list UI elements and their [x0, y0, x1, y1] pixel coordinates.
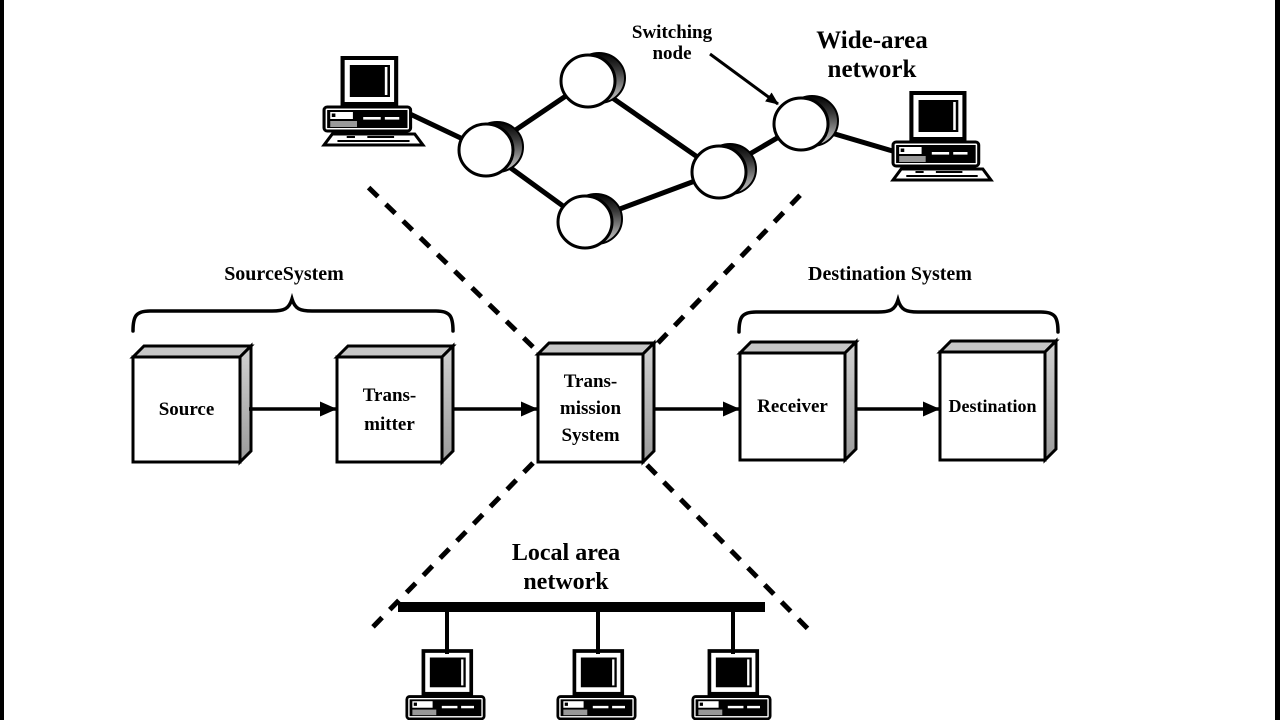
computer-icon-wan-right — [893, 93, 991, 180]
switching-node-icon — [690, 143, 757, 200]
switching-node-icon — [559, 52, 626, 109]
switching-node-pointer-arrow — [709, 52, 779, 106]
dashed-connector-wan-right — [656, 186, 809, 345]
box-source — [129, 342, 255, 466]
source-box-label: Source — [158, 399, 215, 420]
computer-icon-lan-1 — [404, 649, 498, 720]
switching-nodes — [457, 52, 839, 250]
switching-node-icon — [772, 95, 839, 152]
source-system-brace — [131, 292, 455, 333]
destination-system-brace — [737, 293, 1060, 334]
dashed-connector-lan-right — [645, 463, 814, 635]
computer-icon-wan-left — [324, 58, 423, 145]
left-letterbox-bar — [0, 0, 4, 720]
receiver-box-label: Receiver — [757, 396, 828, 417]
flow-boxes — [129, 337, 1060, 466]
transmitter-box-label: Trans- mitter — [362, 384, 417, 435]
switching-node-label: Switching node — [631, 22, 713, 64]
destination-system-label: Destination System — [808, 263, 972, 285]
switching-node-icon — [556, 193, 623, 250]
box-transmitter — [333, 342, 457, 466]
box-transmission-system — [534, 339, 658, 466]
destination-box-label: Destination — [948, 395, 1037, 416]
transmission-system-box-label: Trans- mission System — [559, 370, 622, 446]
dashed-connectors — [366, 185, 814, 635]
box-receiver — [736, 338, 860, 464]
lan-bus — [398, 602, 765, 654]
lan-bus-bar — [398, 602, 765, 612]
computer-icon-lan-2 — [555, 649, 649, 720]
source-system-label: SourceSystem — [224, 263, 344, 285]
computer-icon-lan-3 — [690, 649, 784, 720]
dashed-connector-lan-left — [366, 461, 535, 634]
lan-label: Local area network — [511, 540, 621, 595]
switching-node-icon — [457, 121, 524, 178]
box-destination — [936, 337, 1060, 464]
wan-label: Wide-area network — [816, 27, 928, 83]
right-letterbox-bar — [1275, 0, 1280, 720]
